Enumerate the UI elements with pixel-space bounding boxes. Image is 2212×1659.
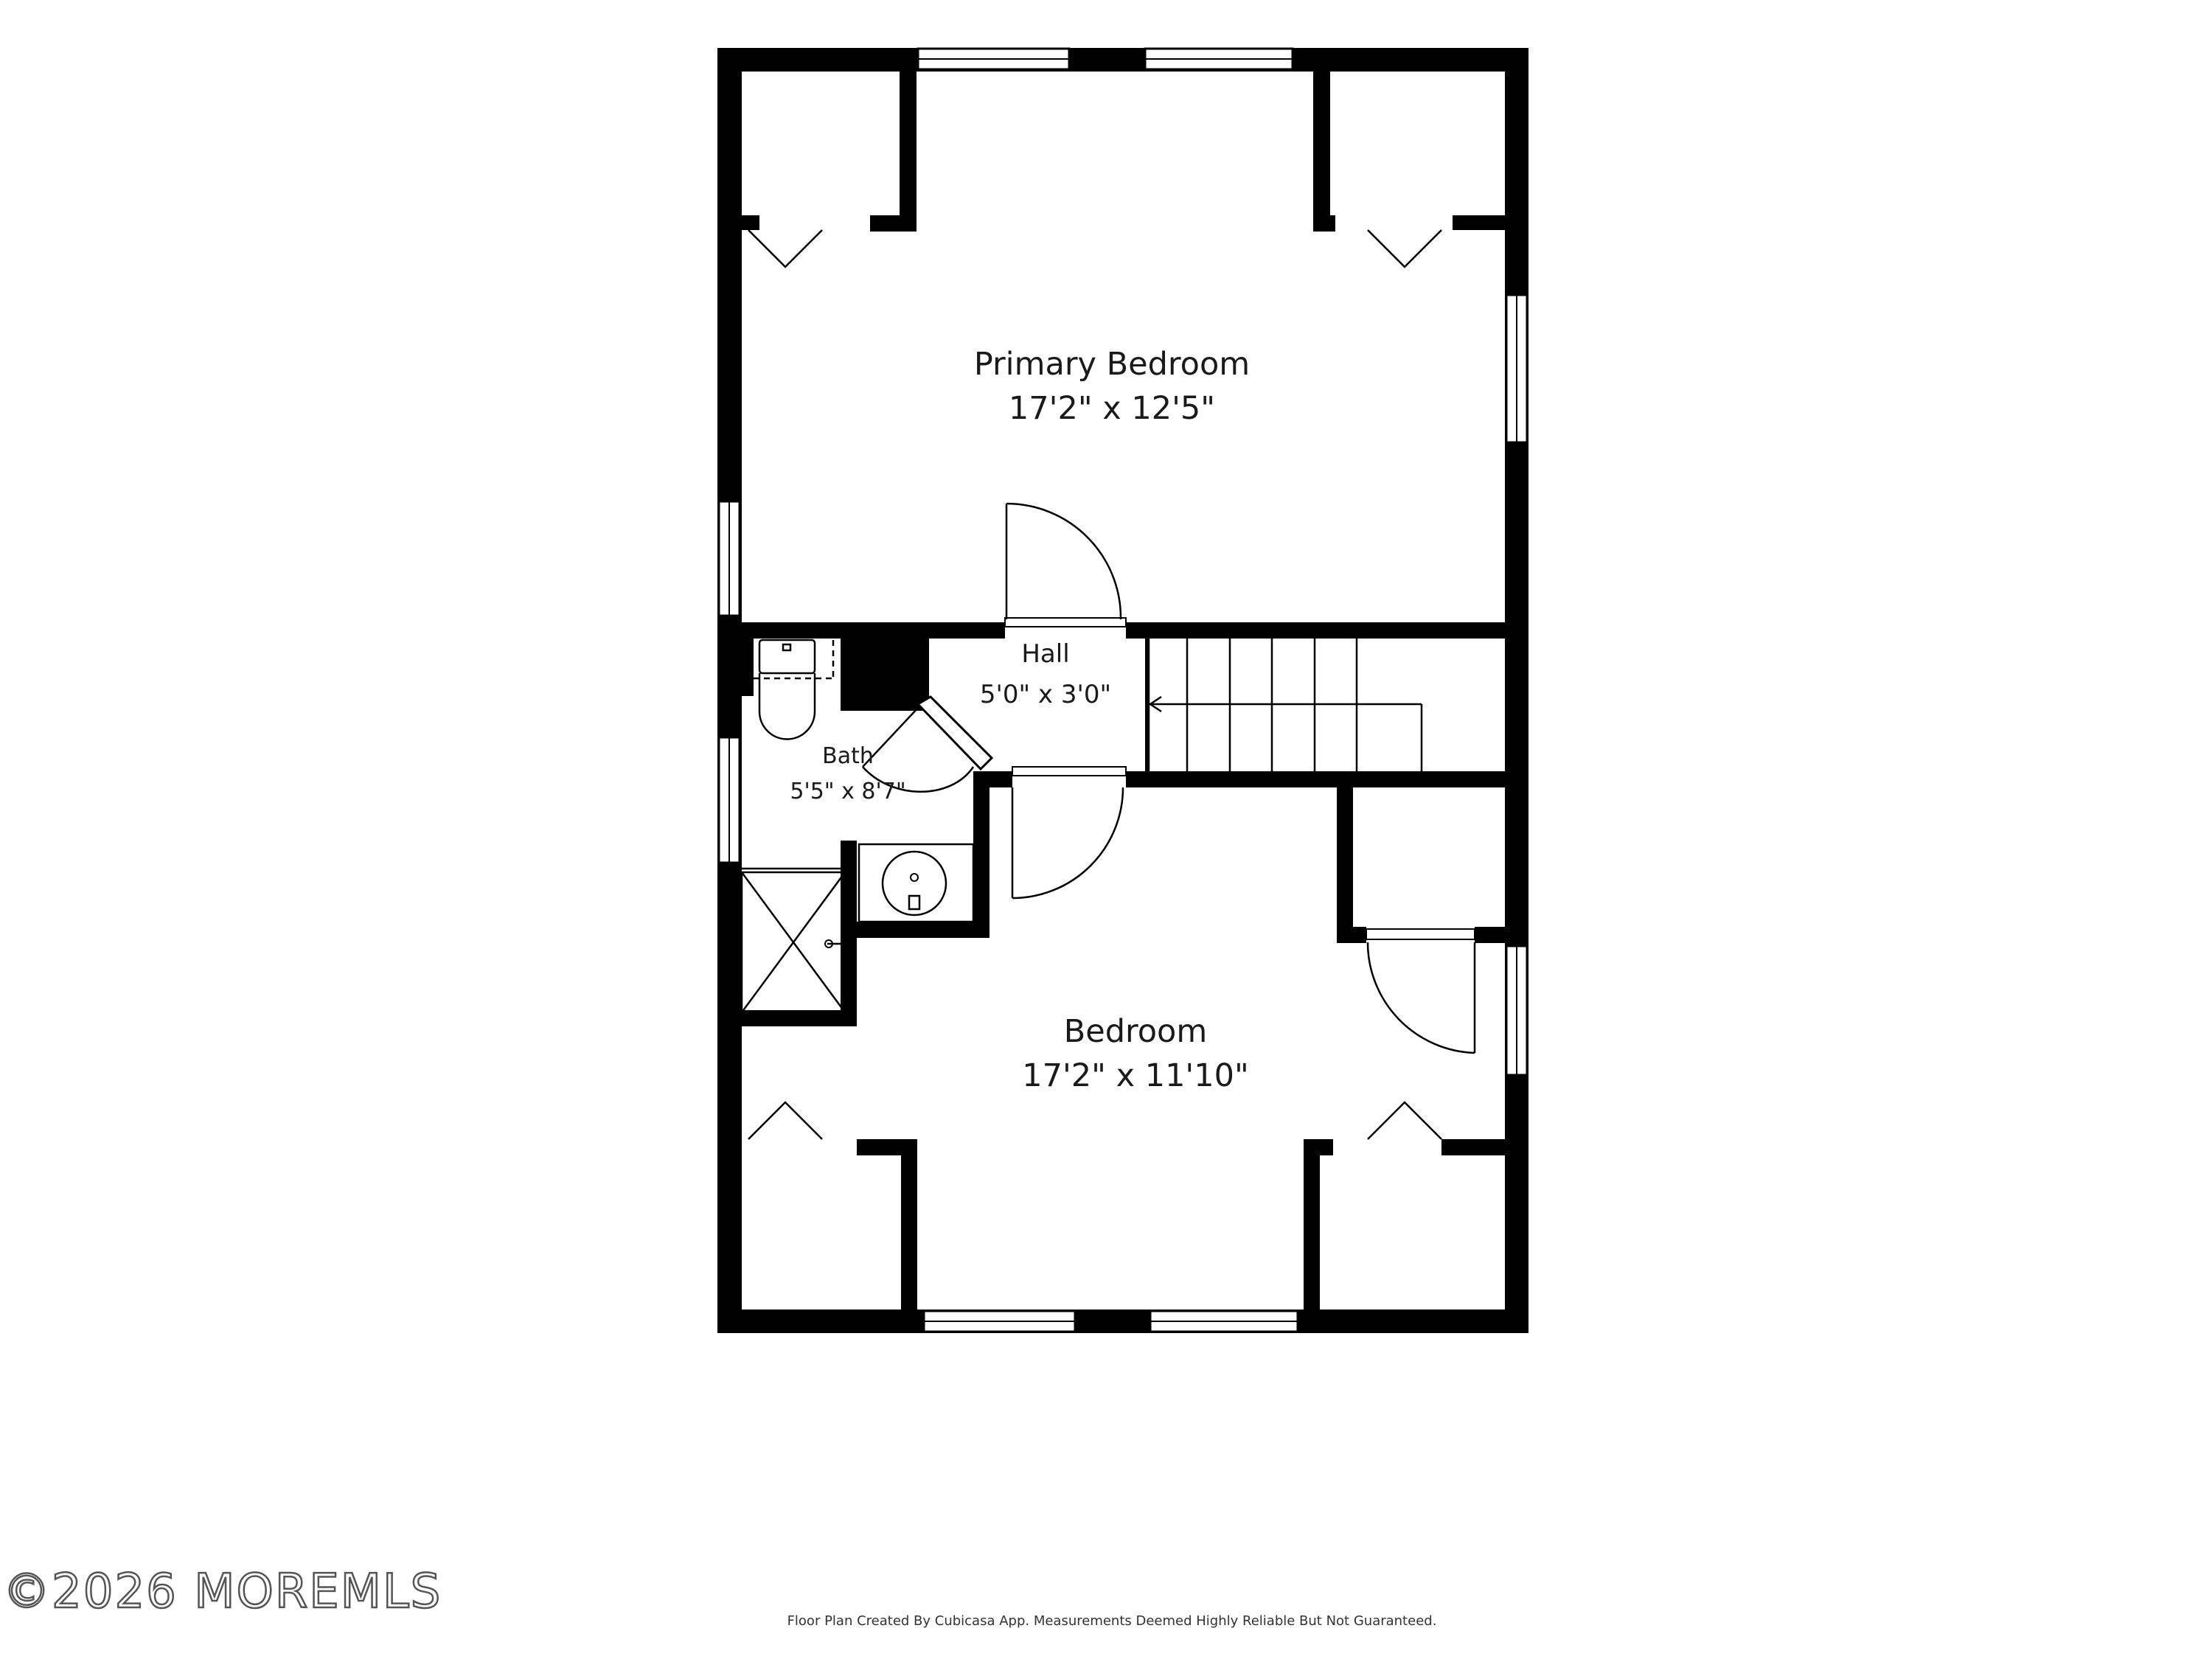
- stairs: [1147, 639, 1423, 771]
- watermark: ©2026 MOREMLS: [3, 1565, 442, 1619]
- bath-fixtures: [740, 639, 975, 1014]
- bedroom-dims: 17'2" x 11'10": [1022, 1057, 1249, 1094]
- hall-name: Hall: [1021, 639, 1069, 669]
- windows: [717, 47, 1528, 1333]
- bedroom-name: Bedroom: [1064, 1013, 1208, 1050]
- doors: [748, 229, 1476, 1140]
- walls: [717, 48, 1528, 1333]
- primary-bedroom-name: Primary Bedroom: [974, 346, 1250, 383]
- hall-dims: 5'0" x 3'0": [980, 680, 1111, 709]
- credit-text: Floor Plan Created By Cubicasa App. Meas…: [787, 1613, 1437, 1629]
- bath-name: Bath: [822, 743, 874, 769]
- bath-dims: 5'5" x 8'7": [790, 779, 905, 804]
- primary-bedroom-dims: 17'2" x 12'5": [1009, 390, 1215, 427]
